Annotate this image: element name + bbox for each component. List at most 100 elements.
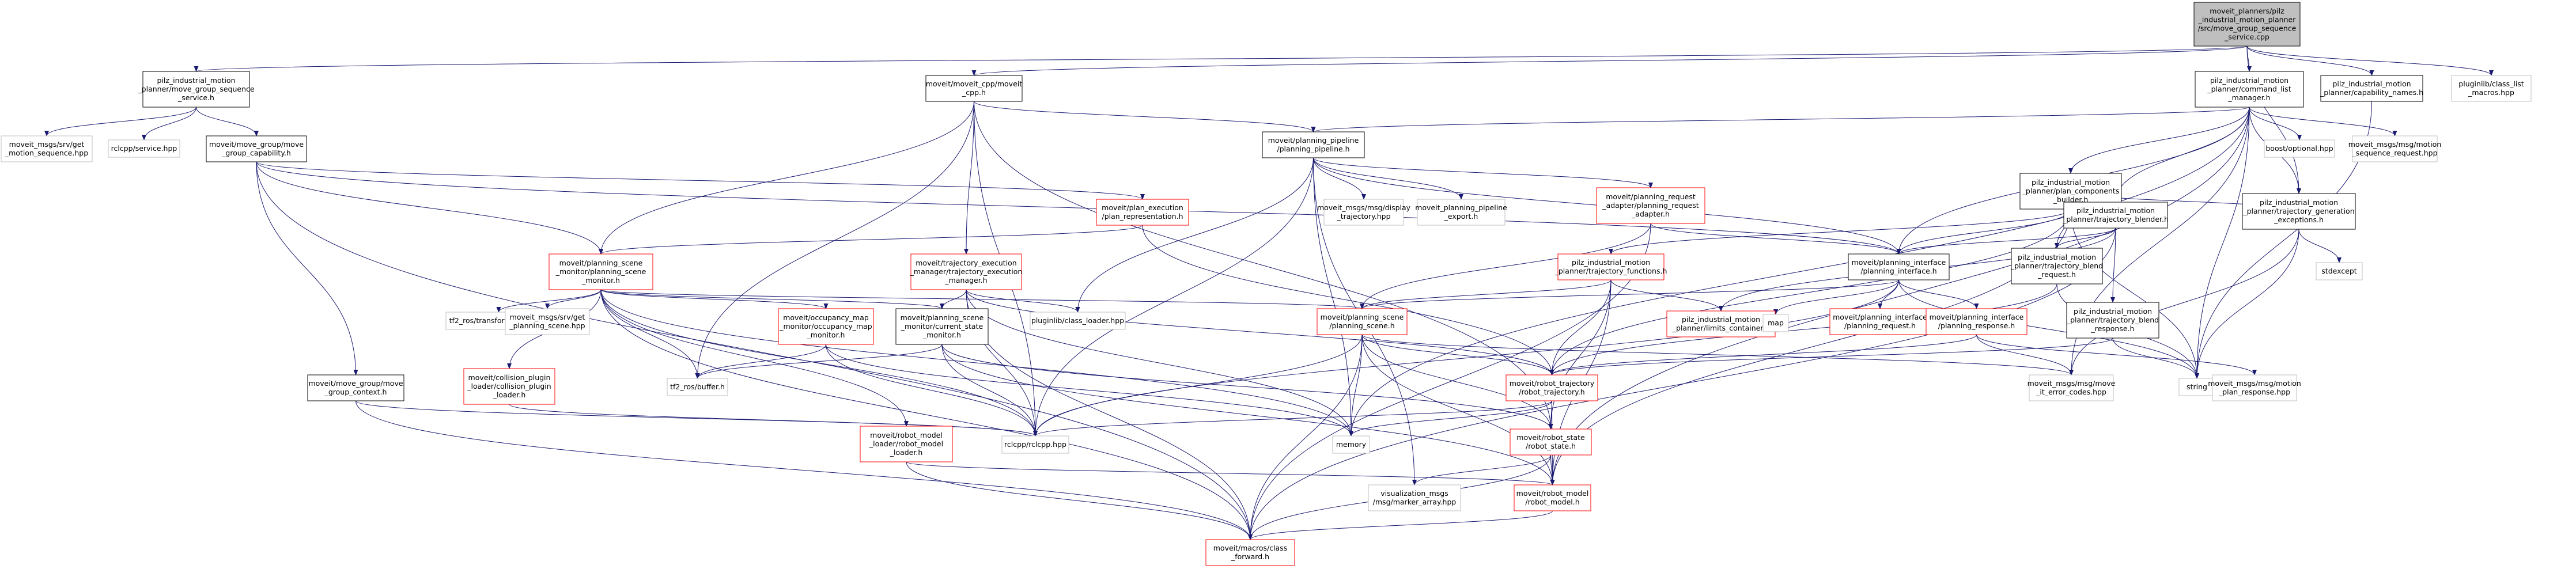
- node-limits-container[interactable]: pilz_industrial_motion_planner/limits_co…: [1666, 310, 1776, 337]
- node-label-line: moveit/planning_interface: [1833, 313, 1927, 321]
- node-label-line: pilz_industrial_motion: [2076, 206, 2155, 215]
- node-label-line: _adapter/planning_request: [1602, 201, 1699, 210]
- edge-layer: [44, 45, 2494, 540]
- node-label-line: stdexcept: [2321, 267, 2356, 275]
- node-move-group-capability[interactable]: moveit/move_group/move_group_capability.…: [206, 135, 307, 162]
- edge-mgss_h-to-rclcpp_service: [142, 107, 196, 141]
- node-mgss-h[interactable]: pilz_industrial_motion_planner/move_grou…: [137, 71, 255, 108]
- node-planning-response-h[interactable]: moveit/planning_interface/planning_respo…: [1926, 308, 2027, 335]
- node-box: [307, 374, 404, 401]
- node-label-line: moveit/robot_state: [1516, 433, 1585, 442]
- node-label-line: _planner/capability_names.h: [2320, 88, 2423, 97]
- node-box: [1417, 199, 1505, 226]
- node-label-line: _motion_sequence.hpp: [5, 149, 88, 157]
- edge-current_state_monitor-to-tf2_buffer: [695, 344, 943, 379]
- edge-occupancy_map_monitor-to-rclcpp: [826, 344, 1038, 437]
- edge-command_list_h-to-boost_optional: [2249, 107, 2302, 141]
- node-label-line: /msg/marker_array.hpp: [1373, 498, 1457, 506]
- node-label-line: _it_error_codes.hpp: [2036, 388, 2106, 396]
- edge-trajectory_generation_exceptions-to-moveit_error_codes: [2069, 229, 2299, 375]
- node-label-line: _sequence_request.hpp: [2351, 149, 2437, 157]
- node-command-list-h[interactable]: pilz_industrial_motion_planner/command_l…: [2195, 71, 2304, 108]
- node-class-forward[interactable]: moveit/macros/class_forward.h: [1205, 539, 1295, 566]
- node-label-line: _loader/robot_model: [869, 439, 943, 448]
- edge-move_group_context-to-class_forward: [355, 400, 1253, 540]
- node-capability-names-h[interactable]: pilz_industrial_motion_planner/capabilit…: [2320, 75, 2423, 102]
- edge-trajectory_blender-to-planning_interface: [1896, 227, 2116, 255]
- edge-moveit_cpp_h-to-robot_state: [974, 101, 1553, 430]
- node-label-line: moveit/planning_scene: [901, 313, 984, 322]
- node-trajectory-execution-manager[interactable]: moveit/trajectory_execution_manager/traj…: [910, 253, 1023, 290]
- node-label-line: moveit_msgs/msg/display: [1317, 203, 1411, 212]
- node-planning-request-h[interactable]: moveit/planning_interface/planning_reque…: [1829, 308, 1931, 335]
- edge-planning_pipeline_h-to-memory: [1313, 157, 1353, 437]
- node-label-line: _manager/trajectory_execution: [910, 267, 1023, 276]
- node-trajectory-generation-exceptions[interactable]: pilz_industrial_motion_planner/trajector…: [2242, 193, 2356, 230]
- node-label-line: moveit_msgs/msg/motion: [2208, 379, 2301, 388]
- edge-command_list_h-to-string: [2195, 107, 2250, 379]
- node-planning-interface[interactable]: moveit/planning_interface/planning_inter…: [1848, 253, 1950, 280]
- node-planning-scene-h[interactable]: moveit/planning_scene/planning_scene.h: [1317, 308, 1408, 335]
- node-label-line: moveit/moveit_cpp/moveit: [926, 79, 1022, 88]
- edge-command_list_h-to-planning_pipeline_h: [1311, 107, 2250, 132]
- edge-planning_pipeline_h-to-class_loader: [1075, 157, 1314, 313]
- node-trajectory-blender[interactable]: pilz_industrial_motion_planner/trajector…: [2062, 202, 2169, 229]
- node-label-line: _monitor.h: [807, 331, 845, 339]
- node-box: [925, 75, 1023, 102]
- node-label-line: pilz_industrial_motion: [2032, 178, 2110, 187]
- node-robot-trajectory[interactable]: moveit/robot_trajectory/robot_trajectory…: [1505, 374, 1598, 401]
- node-moveit-cpp-h[interactable]: moveit/moveit_cpp/moveit_cpp.h: [925, 75, 1023, 102]
- node-label-line: _planner/command_list: [2207, 85, 2291, 93]
- node-collision-plugin-loader[interactable]: moveit/collision_plugin_loader/collision…: [463, 368, 555, 405]
- edge-planning_scene_h-to-robot_model: [1361, 334, 1555, 485]
- edge-current_state_monitor-to-robot_state: [941, 344, 1553, 430]
- edge-planning_interface-to-planning_scene_h: [1360, 279, 1899, 309]
- edge-occupancy_map_monitor-to-memory: [826, 344, 1353, 437]
- node-planning-pipeline-h[interactable]: moveit/planning_pipeline/planning_pipeli…: [1262, 131, 1365, 158]
- edge-robot_model_loader-to-robot_model: [906, 461, 1554, 485]
- node-motion-plan-response: moveit_msgs/msg/motion_plan_response.hpp: [2208, 374, 2301, 401]
- edge-planning_scene_monitor-to-rclcpp: [600, 289, 1038, 437]
- node-label-line: /robot_model.h: [1525, 498, 1579, 506]
- node-occupancy-map-monitor[interactable]: moveit/occupancy_map_monitor/occupancy_m…: [778, 308, 874, 345]
- edge-trajectory_blend_request-to-robot_trajectory: [1549, 283, 2057, 375]
- node-memory: memory: [1332, 435, 1370, 454]
- node-robot-model[interactable]: moveit/robot_model/robot_model.h: [1514, 484, 1591, 511]
- node-marker-array: visualization_msgs/msg/marker_array.hpp: [1368, 484, 1461, 511]
- edge-planning_scene_h-to-memory: [1349, 334, 1363, 437]
- edge-planning_scene_monitor-to-memory: [600, 289, 1353, 437]
- node-robot-model-loader[interactable]: moveit/robot_model_loader/robot_model_lo…: [860, 426, 953, 462]
- edge-planning_pipeline_h-to-rclcpp: [1033, 157, 1314, 437]
- edge-moveit_cpp_h-to-planning_scene_monitor: [599, 101, 974, 255]
- node-label-line: pilz_industrial_motion: [1572, 258, 1650, 267]
- edge-moveit_cpp_h-to-tf2_buffer: [695, 101, 974, 379]
- node-box: [2195, 71, 2304, 108]
- node-robot-state[interactable]: moveit/robot_state/robot_state.h: [1510, 428, 1592, 456]
- node-label-line: tf2_ros/buffer.h: [670, 382, 725, 391]
- node-root[interactable]: moveit_planners/pilz_industrial_motion_p…: [2193, 2, 2301, 47]
- node-trajectory-blend-response[interactable]: pilz_industrial_motion_planner/trajector…: [2066, 302, 2159, 339]
- node-box: [2029, 374, 2114, 401]
- node-map: map: [1762, 314, 1789, 332]
- edge-planning_response_h-to-robot_trajectory: [1549, 334, 1977, 375]
- node-trajectory-functions[interactable]: pilz_industrial_motion_planner/trajector…: [1554, 253, 1667, 280]
- node-planning-scene-monitor[interactable]: moveit/planning_scene_monitor/planning_s…: [549, 253, 653, 290]
- node-label-line: _loader.h: [493, 390, 526, 399]
- edge-command_list_h-to-memory: [1349, 107, 2250, 437]
- node-move-group-context[interactable]: moveit/move_group/move_group_context.h: [307, 374, 404, 401]
- node-label-line: moveit_msgs/srv/get: [9, 140, 85, 149]
- edge-mgss_h-to-move_group_capability: [196, 107, 259, 136]
- node-planning-request-adapter[interactable]: moveit/planning_request_adapter/planning…: [1596, 187, 1705, 224]
- node-label-line: /planning_request.h: [1844, 321, 1916, 330]
- node-label-line: pilz_industrial_motion: [157, 76, 235, 85]
- node-label-line: /plan_representation.h: [1102, 212, 1183, 221]
- node-plan-representation[interactable]: moveit/plan_execution/plan_representatio…: [1096, 199, 1189, 226]
- edge-mgss_h-to-get_motion_sequence: [44, 107, 196, 136]
- edge-moveit_cpp_h-to-planning_pipeline_h: [974, 101, 1316, 132]
- node-tf2-buffer: tf2_ros/buffer.h: [667, 378, 728, 396]
- node-trajectory-blend-request[interactable]: pilz_industrial_motion_planner/trajector…: [2010, 248, 2103, 284]
- edge-plan_components_builder-to-planning_interface: [1896, 208, 2071, 255]
- node-current-state-monitor[interactable]: moveit/planning_scene_monitor/current_st…: [895, 308, 989, 345]
- node-label-line: _industrial_motion_planner: [2198, 16, 2297, 24]
- edge-trajectory_generation_exceptions-to-stdexcept: [2298, 229, 2342, 263]
